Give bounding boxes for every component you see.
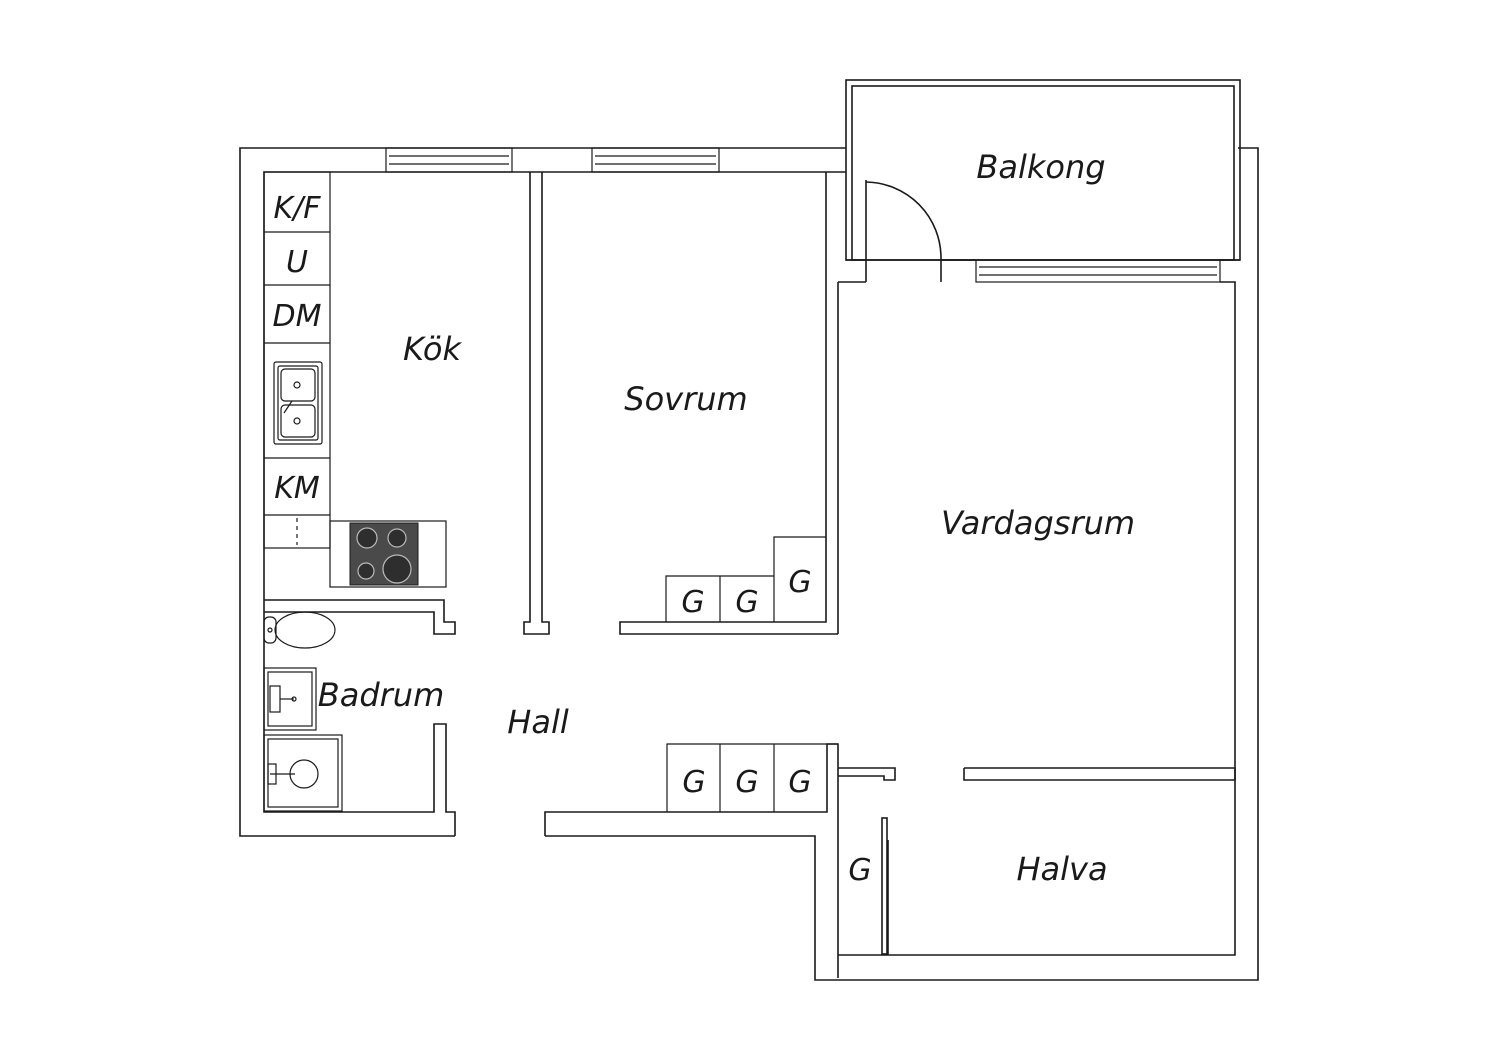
room-label-hall: Hall <box>507 703 569 741</box>
hall-wardrobes <box>666 743 838 812</box>
wardrobe-hall-1: G <box>682 765 705 800</box>
wardrobe-bedroom-1: G <box>681 585 704 620</box>
room-label-living-room: Vardagsrum <box>941 504 1135 542</box>
wardrobe-label: G <box>788 565 811 600</box>
room-label-balcony: Balkong <box>976 148 1105 186</box>
bedroom-wardrobes <box>665 536 826 622</box>
dishwasher-label: DM <box>273 299 322 334</box>
wardrobe-label: G <box>682 765 705 800</box>
wardrobe-label: G <box>735 765 758 800</box>
wardrobe-hall-3: G <box>788 765 811 800</box>
fridge-freezer-label: K/F <box>273 191 321 226</box>
cooktop-icon <box>349 522 419 586</box>
interior-walls <box>264 172 1236 955</box>
wardrobe-label: G <box>788 765 811 800</box>
bathroom-sink-icon <box>263 667 317 731</box>
wardrobe-label: G <box>735 585 758 620</box>
kitchen-sink-icon <box>273 361 323 445</box>
oven: U <box>286 245 308 280</box>
room-label-bathroom: Badrum <box>318 676 444 714</box>
room-label-kitchen: Kök <box>403 330 462 368</box>
room-label-walk-in: Halva <box>1016 850 1107 888</box>
wardrobe-bedroom-2: G <box>735 585 758 620</box>
coffee-machine: KM <box>274 471 320 506</box>
windows <box>385 147 1221 283</box>
room-label-bedroom: Sovrum <box>624 380 747 418</box>
dishwasher: DM <box>273 299 322 334</box>
toilet-icon <box>263 611 336 649</box>
kitchen-counter <box>263 171 447 588</box>
oven-label: U <box>286 245 308 280</box>
wardrobe-label: G <box>681 585 704 620</box>
shower-icon <box>263 734 343 812</box>
coffee-machine-label: KM <box>274 471 320 506</box>
wardrobe-label: G <box>848 853 871 888</box>
wardrobe-walk-in: G <box>848 853 871 888</box>
wardrobe-bedroom-3: G <box>788 565 811 600</box>
wardrobe-hall-2: G <box>735 765 758 800</box>
balcony-door <box>837 180 942 634</box>
fridge-freezer: K/F <box>273 191 321 226</box>
